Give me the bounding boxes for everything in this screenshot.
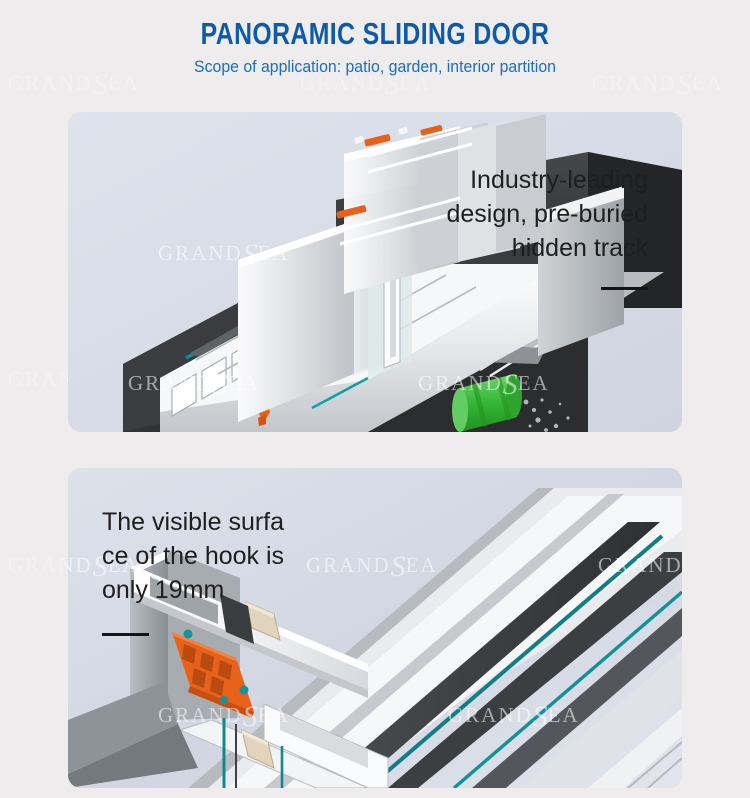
sliding-door-sill-cutaway-render [68,112,682,432]
page-title: PANORAMIC SLIDING DOOR [200,16,550,51]
feature-copy-visible-surface: The visible surfa ce of the hook is only… [102,506,285,637]
page-header: PANORAMIC SLIDING DOOR Scope of applicat… [0,0,750,76]
feature-copy-underline [102,633,149,637]
feature-panel-visible-surface: GRANDSEA GRANDSEA GRANDSEA GRANDSEA GRAN… [68,468,682,788]
feature-copy-underline [601,287,648,291]
feature-copy-line: hidden track [511,233,648,262]
feature-copy-line: The visible surfa [102,508,285,536]
page-subtitle: Scope of application: patio, garden, int… [194,58,556,76]
feature-copy-line: design, pre-buried [446,199,648,228]
feature-copy-line: only 19mm [102,575,225,604]
feature-copy-industry-leading: Industry-leading design, pre-buried hidd… [446,164,648,291]
feature-copy-line: Industry-leading [470,166,648,194]
interlock-hook-profile-render [68,468,682,788]
feature-panel-industry-leading: GRANDSEA GRANDSEA GRANDSEA Industry-lead… [68,112,682,432]
feature-copy-line: ce of the hook is [102,541,285,570]
